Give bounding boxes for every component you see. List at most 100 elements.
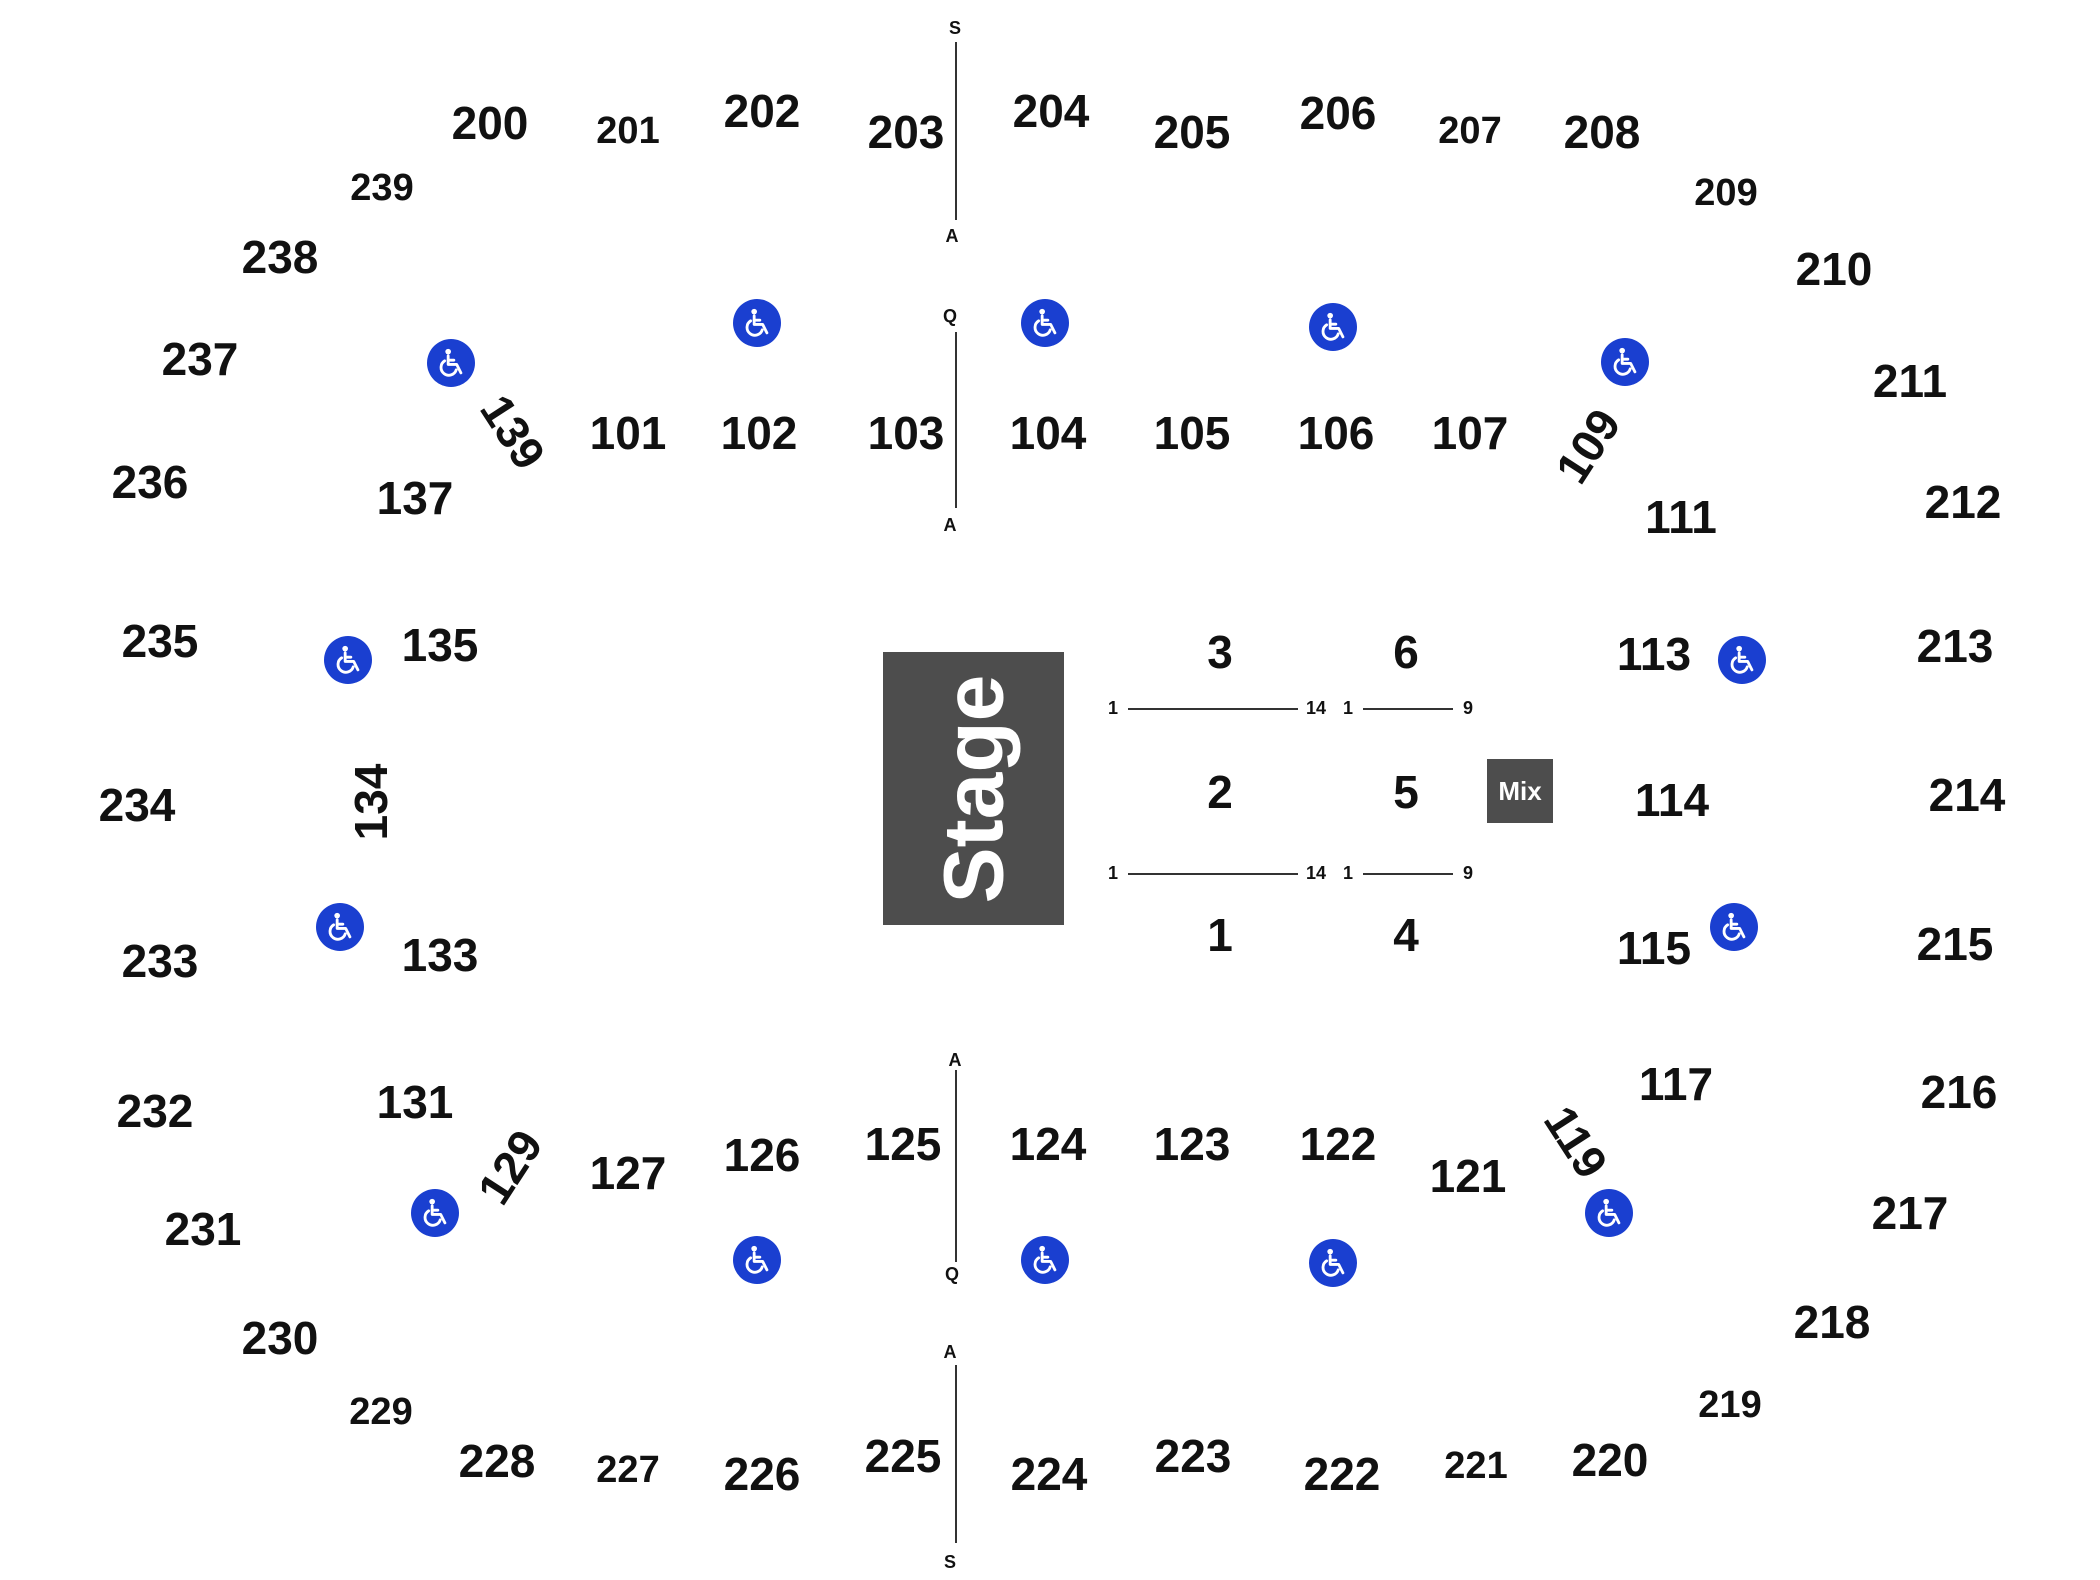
wheelchair-icon [324, 636, 372, 684]
section-119[interactable]: 119 [1533, 1096, 1619, 1188]
section-218[interactable]: 218 [1793, 1296, 1871, 1348]
stage: Stage [883, 652, 1064, 925]
floor-section-4[interactable]: 4 [1393, 909, 1419, 961]
section-229[interactable]: 229 [349, 1391, 413, 1433]
row-marker: Q [944, 1264, 960, 1284]
wheelchair-icon [733, 1236, 781, 1284]
section-232[interactable]: 232 [116, 1085, 194, 1137]
section-219[interactable]: 219 [1698, 1384, 1762, 1426]
section-238[interactable]: 238 [241, 231, 319, 283]
section-211[interactable]: 211 [1872, 355, 1948, 407]
section-212[interactable]: 212 [1924, 476, 2002, 528]
section-114[interactable]: 114 [1634, 774, 1710, 826]
row-marker: S [943, 1552, 957, 1572]
wheelchair-icon [1309, 1239, 1357, 1287]
section-131[interactable]: 131 [376, 1076, 454, 1128]
section-102[interactable]: 102 [720, 407, 798, 459]
section-137[interactable]: 137 [376, 472, 454, 524]
section-134[interactable]: 134 [345, 763, 397, 841]
section-236[interactable]: 236 [111, 456, 189, 508]
section-205[interactable]: 205 [1153, 106, 1231, 158]
section-126[interactable]: 126 [723, 1129, 801, 1181]
section-227[interactable]: 227 [596, 1449, 660, 1491]
section-235[interactable]: 235 [121, 615, 199, 667]
section-103[interactable]: 103 [867, 407, 945, 459]
stage-label: Stage [926, 674, 1021, 903]
section-105[interactable]: 105 [1153, 407, 1231, 459]
floor-row-line [1128, 873, 1298, 875]
section-237[interactable]: 237 [161, 333, 239, 385]
section-200[interactable]: 200 [451, 97, 529, 149]
aisle-line-top-upper [955, 42, 957, 220]
wheelchair-icon [1718, 636, 1766, 684]
wheelchair-icon [733, 299, 781, 347]
section-226[interactable]: 226 [723, 1448, 801, 1500]
section-217[interactable]: 217 [1871, 1187, 1949, 1239]
floor-row-line [1363, 873, 1453, 875]
section-135[interactable]: 135 [401, 619, 479, 671]
section-228[interactable]: 228 [458, 1435, 536, 1487]
section-223[interactable]: 223 [1154, 1430, 1232, 1482]
section-203[interactable]: 203 [867, 106, 945, 158]
section-207[interactable]: 207 [1438, 110, 1502, 152]
section-109[interactable]: 109 [1545, 399, 1631, 493]
section-104[interactable]: 104 [1009, 407, 1087, 459]
section-111[interactable]: 111 [1645, 491, 1717, 543]
floor-section-1[interactable]: 1 [1207, 909, 1233, 961]
wheelchair-icon [1309, 303, 1357, 351]
section-222[interactable]: 222 [1303, 1448, 1381, 1500]
section-224[interactable]: 224 [1010, 1448, 1088, 1500]
floor-section-2[interactable]: 2 [1207, 766, 1233, 818]
seat-number: 14 [1305, 698, 1327, 718]
row-marker: A [948, 1050, 962, 1070]
section-113[interactable]: 113 [1616, 628, 1692, 680]
section-239[interactable]: 239 [350, 167, 414, 209]
section-106[interactable]: 106 [1297, 407, 1375, 459]
row-marker: S [948, 18, 962, 38]
wheelchair-icon [1021, 1236, 1069, 1284]
section-201[interactable]: 201 [596, 110, 660, 152]
section-220[interactable]: 220 [1571, 1434, 1649, 1486]
section-117[interactable]: 117 [1638, 1058, 1714, 1110]
section-139[interactable]: 139 [470, 385, 556, 479]
section-234[interactable]: 234 [98, 779, 176, 831]
section-204[interactable]: 204 [1012, 85, 1090, 137]
floor-section-5[interactable]: 5 [1393, 766, 1419, 818]
section-230[interactable]: 230 [241, 1312, 319, 1364]
section-215[interactable]: 215 [1916, 918, 1994, 970]
seat-number: 14 [1305, 863, 1327, 883]
section-233[interactable]: 233 [121, 935, 199, 987]
section-208[interactable]: 208 [1563, 106, 1641, 158]
section-213[interactable]: 213 [1916, 620, 1994, 672]
section-133[interactable]: 133 [401, 929, 479, 981]
section-107[interactable]: 107 [1431, 407, 1509, 459]
section-101[interactable]: 101 [589, 407, 667, 459]
section-122[interactable]: 122 [1299, 1118, 1377, 1170]
section-210[interactable]: 210 [1795, 243, 1873, 295]
floor-section-6[interactable]: 6 [1393, 626, 1419, 678]
section-209[interactable]: 209 [1694, 172, 1758, 214]
section-121[interactable]: 121 [1429, 1150, 1507, 1202]
wheelchair-icon [427, 339, 475, 387]
section-123[interactable]: 123 [1153, 1118, 1231, 1170]
wheelchair-icon [411, 1189, 459, 1237]
section-202[interactable]: 202 [723, 85, 801, 137]
section-124[interactable]: 124 [1009, 1118, 1087, 1170]
seat-number: 1 [1107, 863, 1119, 883]
seat-number: 9 [1462, 698, 1474, 718]
section-231[interactable]: 231 [164, 1203, 242, 1255]
wheelchair-icon [1601, 338, 1649, 386]
section-221[interactable]: 221 [1444, 1445, 1508, 1487]
wheelchair-icon [1585, 1189, 1633, 1237]
section-206[interactable]: 206 [1299, 87, 1377, 139]
floor-section-3[interactable]: 3 [1207, 626, 1233, 678]
section-115[interactable]: 115 [1616, 922, 1692, 974]
section-225[interactable]: 225 [864, 1430, 942, 1482]
section-216[interactable]: 216 [1920, 1066, 1998, 1118]
seat-number: 1 [1342, 698, 1354, 718]
section-125[interactable]: 125 [864, 1118, 942, 1170]
wheelchair-icon [1021, 299, 1069, 347]
section-214[interactable]: 214 [1928, 769, 2006, 821]
section-129[interactable]: 129 [467, 1120, 553, 1214]
section-127[interactable]: 127 [589, 1147, 667, 1199]
